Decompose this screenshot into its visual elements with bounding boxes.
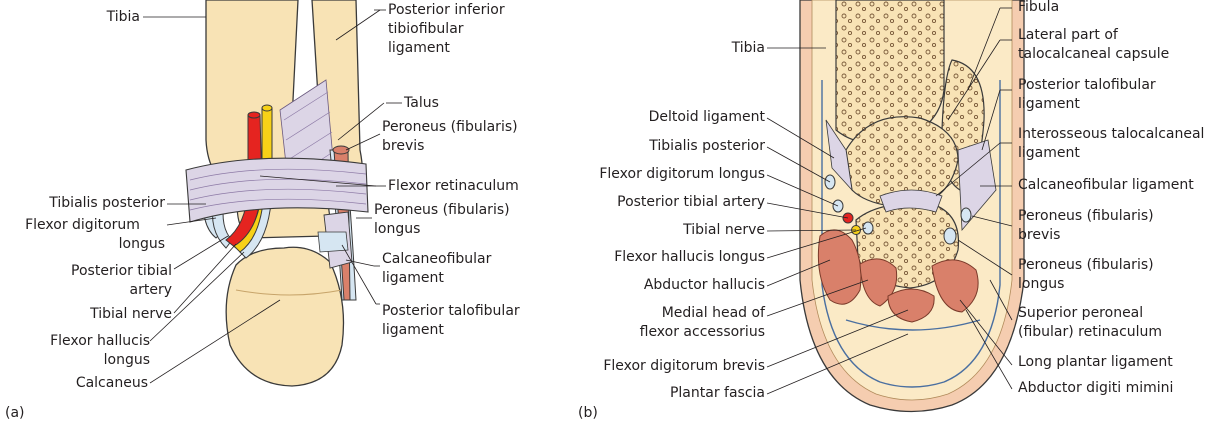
label-a-posterior-tibial-artery: Posterior tibial artery [0, 262, 172, 300]
label-b-calcaneofibular: Calcaneofibular ligament [1018, 176, 1194, 195]
label-a-flexor-digitorum-longus: Flexor digitorum longus [0, 216, 165, 254]
panel-a-drawing [186, 0, 368, 386]
label-b-peroneus-brevis: Peroneus (fibularis) brevis [1018, 207, 1154, 245]
peroneus-longus-section [944, 228, 956, 244]
label-b-deltoid: Deltoid ligament [560, 108, 765, 127]
label-b-tibialis-posterior: Tibialis posterior [560, 137, 765, 156]
label-b-posterior-tibial-artery: Posterior tibial artery [560, 193, 765, 212]
label-a-calcaneus: Calcaneus [0, 374, 148, 393]
label-a-peroneus-brevis: Peroneus (fibularis) brevis [382, 118, 518, 156]
label-b-long-plantar: Long plantar ligament [1018, 353, 1173, 372]
label-b-plantar-fascia: Plantar fascia [560, 384, 765, 403]
label-b-flexor-digitorum-brevis: Flexor digitorum brevis [560, 357, 765, 376]
label-b-abductor-digiti-minimi: Abductor digiti mimini [1018, 379, 1173, 398]
label-a-calcaneofibular: Calcaneofibular ligament [382, 250, 491, 288]
label-b-interosseous: Interosseous talocalcaneal ligament [1018, 125, 1204, 163]
posterior-talofibular-ligament [318, 232, 348, 252]
label-b-tibia: Tibia [660, 39, 765, 58]
panel-a-tag: (a) [5, 405, 25, 421]
label-a-tibia: Tibia [40, 8, 140, 27]
label-b-flexor-hallucis-longus: Flexor hallucis longus [560, 248, 765, 267]
peroneus-brevis-section [961, 208, 971, 222]
panel-b-drawing [800, 0, 1024, 412]
label-a-talus: Talus [404, 94, 439, 113]
label-a-posterior-inferior-tibiofibular: Posterior inferior tibiofibular ligament [388, 1, 588, 58]
label-b-fibula: Fibula [1018, 0, 1059, 17]
label-a-tibial-nerve: Tibial nerve [0, 305, 172, 324]
label-a-tibialis-posterior: Tibialis posterior [0, 194, 165, 213]
label-b-abductor-hallucis: Abductor hallucis [560, 276, 765, 295]
label-b-flexor-digitorum-longus: Flexor digitorum longus [560, 165, 765, 184]
label-a-flexor-hallucis-longus: Flexor hallucis longus [0, 332, 150, 370]
fhl-section [863, 222, 873, 234]
label-b-tibial-nerve: Tibial nerve [560, 221, 765, 240]
label-b-posterior-talofibular: Posterior talofibular ligament [1018, 76, 1156, 114]
label-a-posterior-talofibular: Posterior talofibular ligament [382, 302, 520, 340]
label-b-medial-head: Medial head of flexor accessorius [560, 304, 765, 342]
label-a-peroneus-longus: Peroneus (fibularis) longus [374, 201, 510, 239]
label-b-superior-peroneal: Superior peroneal (fibular) retinaculum [1018, 304, 1162, 342]
label-b-peroneus-longus: Peroneus (fibularis) longus [1018, 256, 1154, 294]
calcaneus-bone [226, 247, 343, 386]
label-a-flexor-retinaculum: Flexor retinaculum [388, 177, 519, 196]
label-b-lateral-talocalcaneal: Lateral part of talocalcaneal capsule [1018, 26, 1169, 64]
panel-b-tag: (b) [578, 405, 598, 421]
